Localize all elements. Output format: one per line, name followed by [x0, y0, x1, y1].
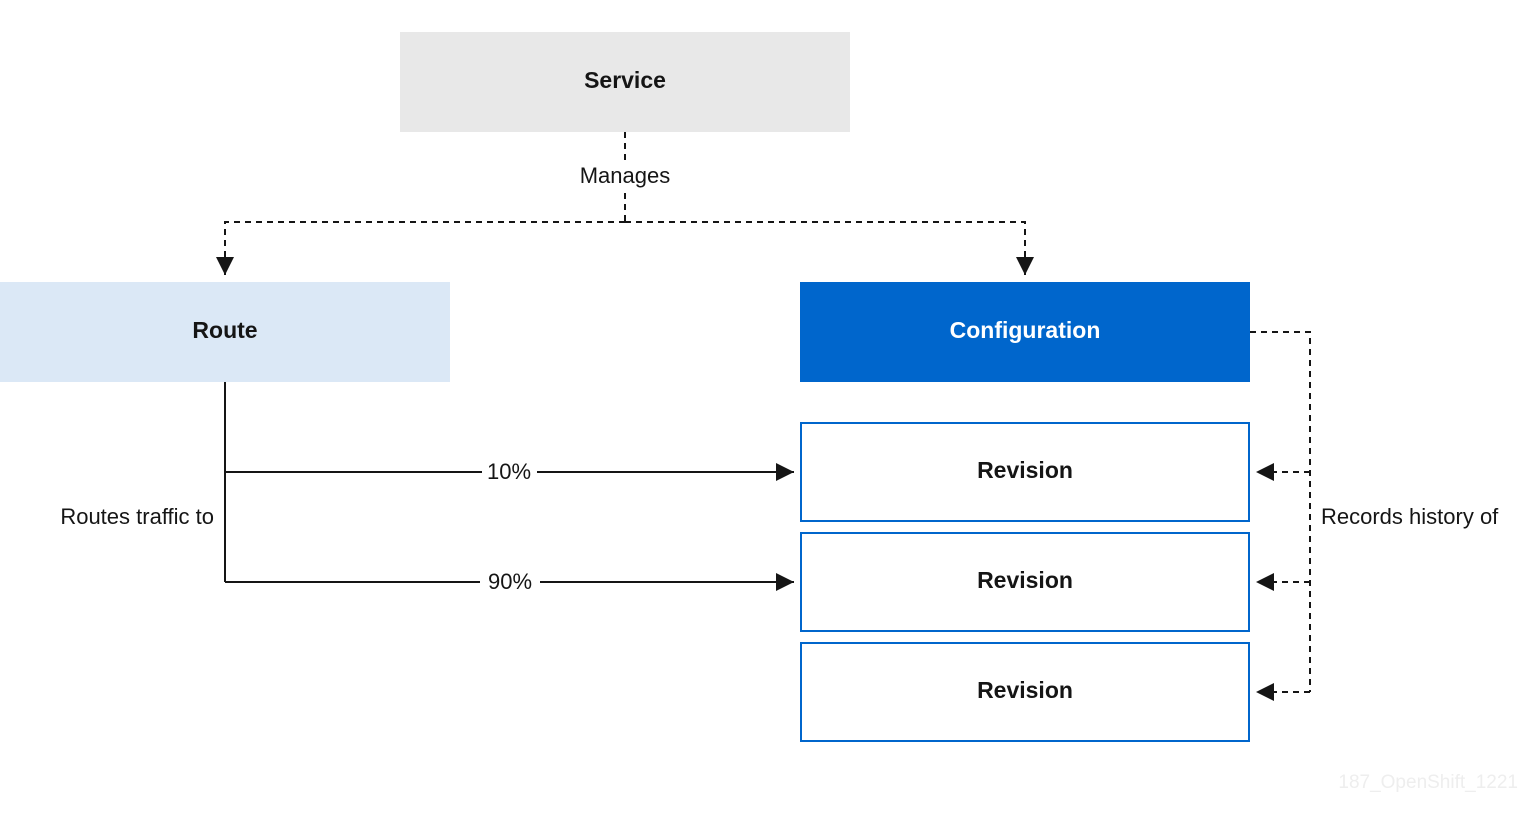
records-history-label: Records history of: [1321, 504, 1499, 529]
route-box: [0, 282, 450, 382]
configuration-node[interactable]: Configuration: [800, 282, 1250, 382]
revision-node[interactable]: Revision: [800, 532, 1250, 632]
revision-label: Revision: [977, 567, 1073, 593]
revision-node[interactable]: Revision: [800, 422, 1250, 522]
watermark-label: 187_OpenShift_1221: [1338, 772, 1518, 793]
revision-box: [800, 642, 1250, 742]
routes-traffic-label: Routes traffic to: [60, 504, 214, 529]
configuration-box: [800, 282, 1250, 382]
manages-connector: [216, 132, 1034, 275]
service-node[interactable]: Service: [400, 32, 850, 132]
records-history-connector: [1250, 331, 1311, 701]
traffic-percent-label: 90%: [488, 569, 532, 594]
service-box: [400, 32, 850, 132]
route-label: Route: [192, 317, 257, 343]
routes-traffic-connector: [224, 382, 794, 591]
route-node[interactable]: Route: [0, 282, 450, 382]
service-label: Service: [584, 67, 666, 93]
revision-node[interactable]: Revision: [800, 642, 1250, 742]
revision-label: Revision: [977, 457, 1073, 483]
revision-box: [800, 532, 1250, 632]
revision-box: [800, 422, 1250, 522]
manages-label: Manages: [580, 163, 671, 188]
revision-label: Revision: [977, 677, 1073, 703]
configuration-label: Configuration: [950, 317, 1101, 343]
traffic-percent-label: 10%: [487, 459, 531, 484]
